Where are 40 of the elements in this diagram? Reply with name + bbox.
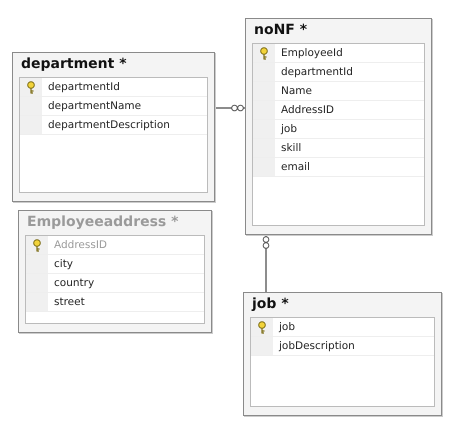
column-name: country — [54, 277, 94, 290]
column-name: street — [54, 296, 85, 309]
table-row — [253, 158, 424, 177]
column-name: email — [281, 161, 310, 174]
column-name: departmentId — [281, 66, 353, 79]
column-name: jobDescription — [279, 340, 355, 353]
table-box — [243, 292, 442, 416]
table-row — [253, 120, 424, 139]
table-row — [253, 139, 424, 158]
table-row — [20, 116, 207, 135]
table-row — [20, 78, 207, 97]
column-name: departmentId — [48, 81, 120, 94]
column-name: AddressID — [281, 104, 334, 117]
table-row — [26, 236, 204, 255]
table-row — [26, 274, 204, 293]
table-box — [245, 18, 432, 235]
column-name: skill — [281, 142, 302, 155]
table-row — [253, 44, 424, 63]
column-name: AddressID — [54, 239, 107, 252]
column-name: departmentDescription — [48, 119, 170, 132]
table-row — [253, 82, 424, 101]
table-name: job * — [252, 296, 289, 312]
table-box — [12, 52, 215, 202]
column-name: job — [279, 321, 296, 334]
table-row — [20, 97, 207, 116]
column-name: EmployeeId — [281, 47, 343, 60]
column-name: Name — [281, 85, 312, 98]
table-row — [26, 293, 204, 312]
table-row — [253, 63, 424, 82]
table-name: department * — [21, 56, 127, 72]
column-name: job — [281, 123, 298, 136]
column-name: departmentName — [48, 100, 142, 113]
table-name: Employeeaddress * — [27, 214, 178, 230]
table-row — [251, 337, 434, 356]
table-row — [253, 101, 424, 120]
column-name: city — [54, 258, 74, 271]
table-box — [18, 210, 212, 333]
table-row — [26, 255, 204, 274]
table-row — [251, 318, 434, 337]
table-name: noNF * — [254, 22, 308, 38]
